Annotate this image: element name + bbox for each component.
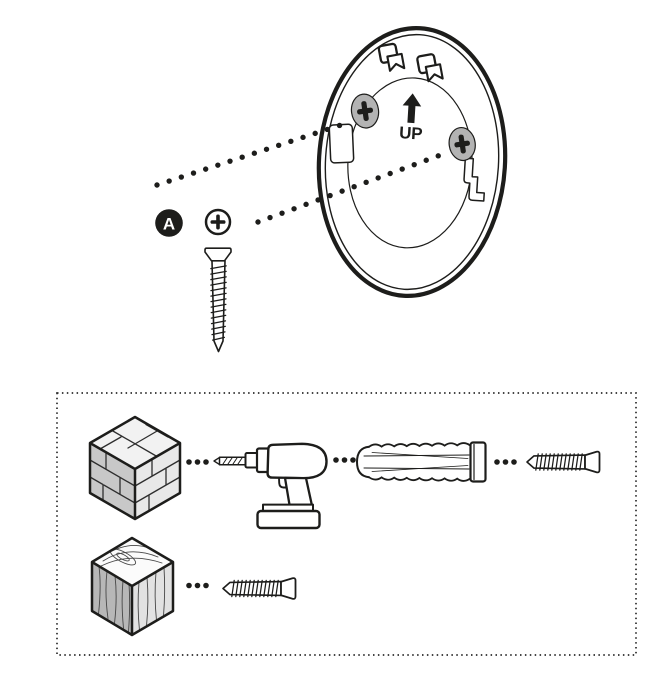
part-a-label: A (163, 215, 175, 234)
wood-wall-row (90, 536, 297, 637)
dotted-leader-to-left-screw (154, 120, 350, 188)
up-label: UP (399, 123, 423, 143)
drill-icon (213, 442, 328, 530)
mounting-plate-diagram: UP A (154, 26, 508, 353)
brick-wall-row (88, 415, 601, 530)
legend-dotted-border (56, 392, 637, 656)
brick-wall-icon (88, 415, 182, 521)
mounting-plate: UP (316, 26, 508, 298)
screw-head-top-icon (204, 208, 232, 236)
plate-inner-rim-line (324, 33, 500, 291)
ellipsis-dots (494, 459, 517, 465)
wood-wall-icon (90, 536, 175, 637)
part-a-badge: A (155, 209, 183, 237)
dotted-leader-to-right-screw (255, 150, 449, 225)
screw-a-icon (222, 577, 297, 600)
ellipsis-dots (186, 582, 209, 589)
screw-a-icon (526, 450, 601, 474)
ellipsis-dots (186, 459, 209, 465)
wall-type-legend (56, 392, 637, 656)
wall-anchor-icon (355, 441, 487, 483)
up-arrow-icon (402, 93, 422, 124)
ellipsis-dots (333, 457, 356, 463)
plate-hook-left (328, 123, 355, 164)
plate-screw-left (350, 93, 380, 129)
screw-a-side-icon (204, 247, 232, 353)
plate-hook-right (463, 157, 485, 202)
plate-screw-right (448, 126, 476, 162)
